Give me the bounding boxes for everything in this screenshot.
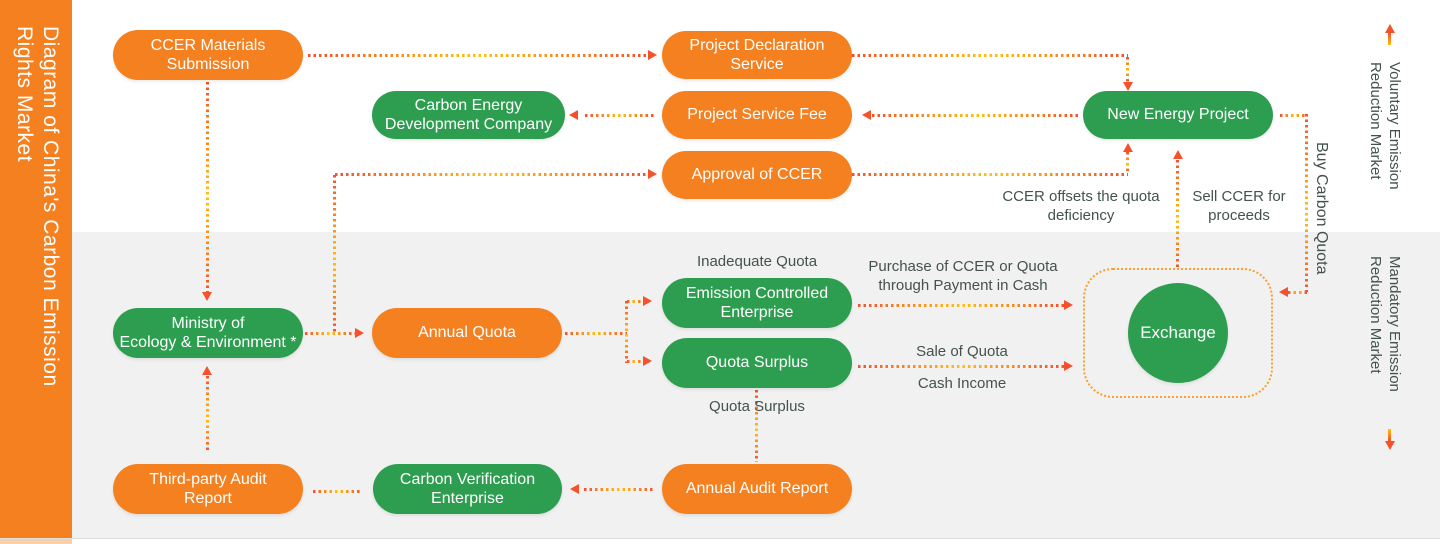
arrowhead-into-ministry-top bbox=[202, 292, 212, 301]
sidebar: Diagram of China's Carbon Emission Right… bbox=[0, 0, 72, 544]
connector-verification-to-third-party bbox=[313, 490, 362, 493]
node-exchange: Exchange bbox=[1128, 283, 1228, 383]
node-project-declaration-service: Project Declaration Service bbox=[662, 31, 852, 79]
connector-ministry-to-annual-quota bbox=[305, 332, 355, 335]
arrowhead-into-verification bbox=[570, 484, 579, 494]
connector-split-to-emission-controlled bbox=[627, 300, 643, 303]
arrowhead-into-quota-surplus bbox=[643, 356, 652, 366]
arrowhead-into-service-fee bbox=[862, 110, 871, 120]
label-quota-surplus: Quota Surplus bbox=[709, 398, 805, 415]
arrowhead-into-carbon-energy bbox=[569, 110, 578, 120]
node-new-energy-project: New Energy Project bbox=[1083, 91, 1273, 139]
label-buy-carbon-quota: Buy Carbon Quota bbox=[1313, 142, 1330, 275]
connector-declaration-to-new-energy-h bbox=[852, 54, 1128, 57]
label-purchase-of-ccer: Purchase of CCER or Quota through Paymen… bbox=[868, 258, 1058, 294]
connector-buy-quota-down bbox=[1305, 114, 1308, 292]
arrowhead-into-new-energy-top bbox=[1123, 82, 1133, 91]
connector-sale-to-exchange bbox=[858, 365, 1064, 368]
node-emission-controlled-enterprise: Emission Controlled Enterprise bbox=[662, 278, 852, 328]
arrowhead-into-approval bbox=[648, 169, 657, 179]
page-title: Diagram of China's Carbon Emission Right… bbox=[13, 26, 62, 387]
connector-purchase-to-exchange bbox=[858, 304, 1064, 307]
connector-buy-quota-into-exchange bbox=[1288, 291, 1307, 294]
arrowhead-into-ministry-bottom bbox=[202, 366, 212, 375]
node-quota-surplus: Quota Surplus bbox=[662, 338, 852, 388]
arrowhead-into-exchange-right bbox=[1279, 287, 1288, 297]
label-voluntary-market: Voluntary Emission Reduction Market bbox=[1367, 62, 1403, 190]
voluntary-up-arrow-stem bbox=[1388, 33, 1391, 45]
connector-new-energy-to-service-fee bbox=[872, 114, 1080, 117]
node-third-party-audit-report: Third-party Audit Report bbox=[113, 464, 303, 514]
label-inadequate-quota: Inadequate Quota bbox=[696, 253, 818, 270]
connector-exchange-to-new-energy bbox=[1176, 160, 1179, 268]
node-project-service-fee: Project Service Fee bbox=[662, 91, 852, 139]
connector-ccer-materials-to-declaration bbox=[308, 54, 648, 57]
voluntary-up-arrow-head bbox=[1385, 24, 1395, 33]
mandatory-down-arrow-stem bbox=[1388, 429, 1391, 441]
exchange-boundary bbox=[1083, 268, 1273, 398]
connector-ministry-branch-up bbox=[333, 175, 336, 333]
arrowhead-sale-into-exchange bbox=[1064, 361, 1073, 371]
node-ministry-of-ecology-environment: Ministry of Ecology & Environment * bbox=[113, 308, 303, 358]
node-annual-audit-report: Annual Audit Report bbox=[662, 464, 852, 514]
connector-ccer-materials-to-ministry bbox=[206, 82, 209, 292]
node-annual-quota: Annual Quota bbox=[372, 308, 562, 358]
arrowhead-into-emission-controlled bbox=[643, 296, 652, 306]
label-sell-ccer-for-proceeds: Sell CCER for proceeds bbox=[1192, 188, 1286, 224]
connector-service-fee-to-carbon-energy bbox=[585, 114, 655, 117]
arrowhead-purchase-into-exchange bbox=[1064, 300, 1073, 310]
connector-quota-surplus-to-annual-audit bbox=[755, 390, 758, 462]
connector-annual-audit-to-verification bbox=[584, 488, 655, 491]
arrowhead-into-declaration bbox=[648, 50, 657, 60]
arrowhead-into-new-energy-bottom-right bbox=[1173, 150, 1183, 159]
bottom-strip bbox=[0, 538, 1440, 544]
connector-annual-quota-split bbox=[625, 301, 628, 363]
connector-third-party-to-ministry bbox=[206, 376, 209, 453]
connector-approval-to-new-energy-v bbox=[1126, 152, 1129, 173]
label-mandatory-market: Mandatory Emission Reduction Market bbox=[1367, 256, 1403, 392]
connector-annual-quota-out bbox=[565, 332, 627, 335]
node-ccer-materials-submission: CCER Materials Submission bbox=[113, 30, 303, 80]
node-carbon-energy-development-company: Carbon Energy Development Company bbox=[372, 91, 565, 139]
connector-buy-quota-top bbox=[1280, 114, 1308, 117]
connector-declaration-to-new-energy-v bbox=[1126, 57, 1129, 82]
label-sale-of-quota: Sale of Quota bbox=[916, 343, 1008, 360]
arrowhead-into-annual-quota bbox=[355, 328, 364, 338]
connector-branch-to-approval bbox=[335, 173, 648, 176]
node-carbon-verification-enterprise: Carbon Verification Enterprise bbox=[373, 464, 562, 514]
mandatory-down-arrow-head bbox=[1385, 441, 1395, 450]
arrowhead-into-new-energy-bottom-left bbox=[1123, 143, 1133, 152]
connector-split-to-quota-surplus bbox=[627, 360, 643, 363]
label-cash-income: Cash Income bbox=[917, 375, 1007, 392]
connector-approval-to-new-energy-h bbox=[852, 173, 1128, 176]
node-approval-of-ccer: Approval of CCER bbox=[662, 151, 852, 199]
label-ccer-offsets-deficiency: CCER offsets the quota deficiency bbox=[1002, 188, 1160, 224]
